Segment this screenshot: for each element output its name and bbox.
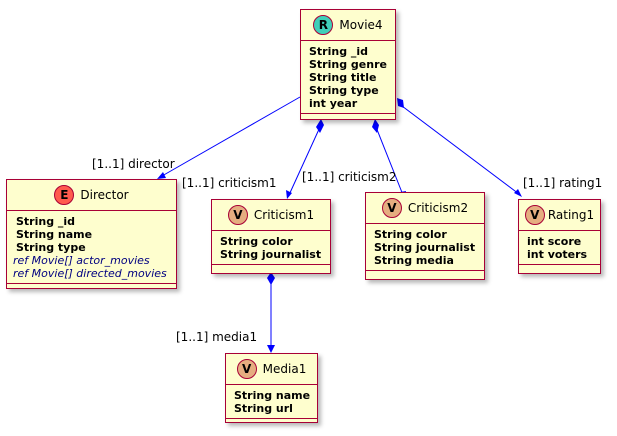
class-media1-header: V Media1 xyxy=(226,354,317,385)
stereotype-v-icon: V xyxy=(236,359,257,379)
stereotype-v-icon: V xyxy=(381,198,402,218)
class-criticism2-header: V Criticism2 xyxy=(366,193,484,224)
attribute: String name xyxy=(16,228,93,241)
class-movie4-header: R Movie4 xyxy=(301,10,395,41)
class-criticism2-name: Criticism2 xyxy=(407,201,469,215)
attribute: String _id xyxy=(16,215,76,228)
stereotype-r-icon: R xyxy=(313,15,334,35)
attribute: String journalist xyxy=(220,248,322,261)
attribute: String color xyxy=(220,235,293,248)
edge-movie4-criticism1 xyxy=(288,126,321,196)
class-rating1-header: V Rating1 xyxy=(519,200,600,231)
class-criticism1-attributes: String color String journalist xyxy=(212,231,330,264)
diamond-media1 xyxy=(267,272,275,285)
attribute: String type xyxy=(309,84,379,97)
class-criticism1-methods xyxy=(212,264,330,271)
arrowhead-rating1 xyxy=(514,189,522,197)
relation-label-media1: [1..1] media1 xyxy=(176,330,258,344)
relation-label-criticism2: [1..1] criticism2 xyxy=(302,170,397,184)
class-rating1-methods xyxy=(519,264,600,271)
attribute: int year xyxy=(309,97,358,110)
class-criticism1-header: V Criticism1 xyxy=(212,200,330,231)
relation-label-rating1: [1..1] rating1 xyxy=(523,176,603,190)
attribute: int score xyxy=(527,235,582,248)
class-criticism1-name: Criticism1 xyxy=(253,208,315,222)
class-movie4[interactable]: R Movie4 String _id String genre String … xyxy=(300,9,396,120)
class-rating1[interactable]: V Rating1 int score int voters xyxy=(518,199,601,274)
class-director-methods xyxy=(7,283,176,290)
attribute: String genre xyxy=(309,58,387,71)
relation-label-director: [1..1] director xyxy=(92,157,175,171)
attribute: String journalist xyxy=(374,241,476,254)
reference-attribute: ref Movie[] actor_movies xyxy=(13,254,150,267)
edge-movie4-director xyxy=(161,96,301,177)
class-criticism2[interactable]: V Criticism2 String color String journal… xyxy=(365,192,485,280)
attribute: String title xyxy=(309,71,377,84)
attribute: String type xyxy=(16,241,86,254)
class-criticism1[interactable]: V Criticism1 String color String journal… xyxy=(211,199,331,274)
stereotype-v-icon: V xyxy=(227,205,248,225)
arrowhead-media1 xyxy=(267,345,275,353)
arrowhead-director xyxy=(157,172,166,179)
class-media1-methods xyxy=(226,418,317,425)
edge-movie4-rating1 xyxy=(401,105,520,195)
edge-movie4-criticism2 xyxy=(375,126,404,196)
class-media1[interactable]: V Media1 String name String url xyxy=(225,353,318,423)
reference-attribute: ref Movie[] directed_movies xyxy=(13,267,167,280)
diamond-criticism1 xyxy=(316,119,324,133)
stereotype-v-icon: V xyxy=(524,205,545,225)
relation-label-criticism1: [1..1] criticism1 xyxy=(182,176,277,190)
attribute: int voters xyxy=(527,248,588,261)
class-director-header: E Director xyxy=(7,180,176,211)
attribute: String color xyxy=(374,228,447,241)
arrowhead-criticism1 xyxy=(286,190,292,199)
stereotype-e-icon: E xyxy=(54,185,75,205)
diamond-criticism2 xyxy=(372,119,379,133)
class-rating1-name: Rating1 xyxy=(547,208,595,222)
class-director-name: Director xyxy=(80,188,129,202)
class-movie4-attributes: String _id String genre String title Str… xyxy=(301,41,395,113)
class-movie4-methods xyxy=(301,113,395,120)
class-media1-attributes: String name String url xyxy=(226,385,317,418)
class-director-attributes: String _id String name String type ref M… xyxy=(7,211,176,283)
diamond-rating1 xyxy=(397,98,404,108)
attribute: String url xyxy=(234,402,293,415)
attribute: String _id xyxy=(309,45,369,58)
class-criticism2-methods xyxy=(366,270,484,277)
attribute: String name xyxy=(234,389,311,402)
class-movie4-name: Movie4 xyxy=(339,18,383,32)
class-director[interactable]: E Director String _id String name String… xyxy=(6,179,177,289)
class-rating1-attributes: int score int voters xyxy=(519,231,600,264)
class-criticism2-attributes: String color String journalist String me… xyxy=(366,224,484,270)
attribute: String media xyxy=(374,254,454,267)
class-media1-name: Media1 xyxy=(262,362,307,376)
